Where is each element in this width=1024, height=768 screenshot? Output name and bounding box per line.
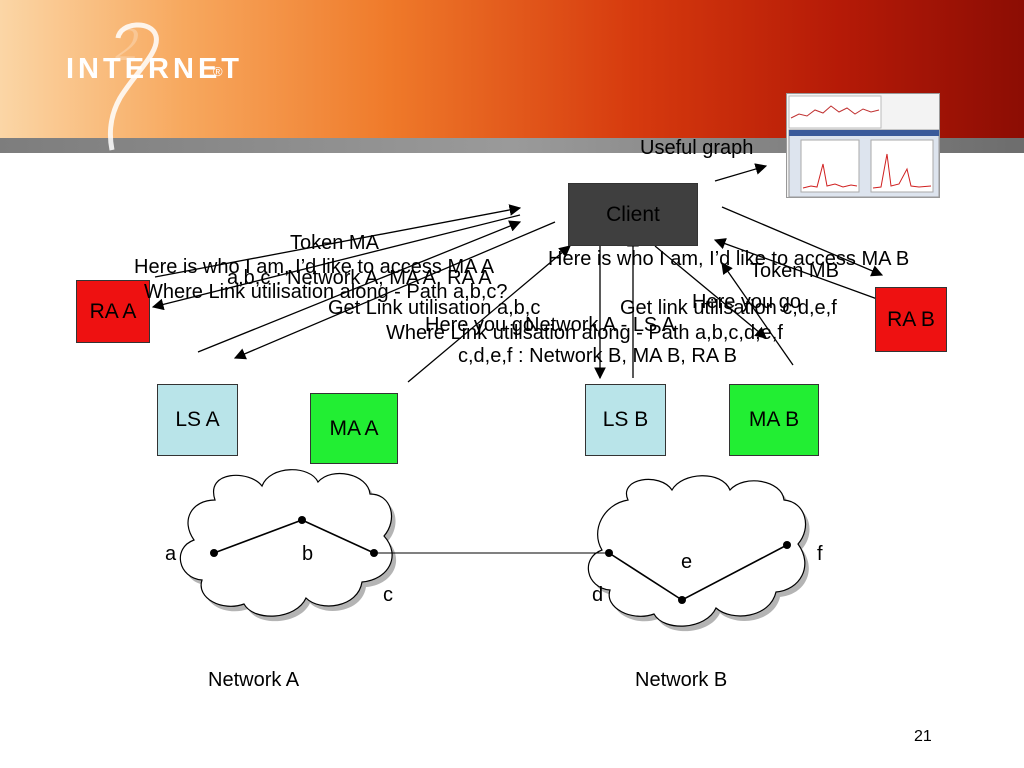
network-b-label: Network B: [635, 669, 728, 691]
arrow-client-to-graph: [714, 163, 768, 182]
label-useful-graph: Useful graph: [640, 137, 754, 159]
arrow-ls-a-to-client: [197, 220, 522, 353]
logo-text: INTERNET: [66, 53, 243, 85]
node-point-e: [678, 596, 686, 604]
arrow-client-to-ra-b: [721, 206, 884, 277]
cloud-network-b-shape: [587, 475, 807, 627]
label-where-link-a: Where Link utilisation along - Path a,b,…: [144, 281, 508, 303]
network-a-label: Network A: [208, 669, 300, 691]
arrow-ma-b-to-client: [721, 262, 794, 366]
point-label-b: b: [302, 543, 314, 565]
node-point-b: [298, 516, 306, 524]
logo-registered: ®: [213, 64, 223, 79]
graph-thumbnail-image: [788, 95, 939, 197]
logo-mark: 2: [115, 18, 139, 71]
point-label-e: e: [681, 551, 693, 573]
ma-a-box: MA A: [310, 393, 398, 464]
slide-number: 21: [914, 728, 932, 745]
arrow-ma-a-to-client: [407, 245, 571, 383]
node-point-a: [210, 549, 218, 557]
label-get-link-cdef: Get link utilisation c,d,e,f: [620, 297, 837, 319]
header-divider: [0, 138, 1024, 153]
label-token-mb: Token MB: [750, 260, 839, 282]
arrow-ra-a-token-ma: [154, 204, 522, 278]
point-label-d: d: [592, 584, 604, 606]
label-here-is-who-b: Here is who I am, I’d like to access MA …: [548, 248, 910, 270]
client-box: Client: [568, 183, 698, 246]
label-cdef-network-b: c,d,e,f : Network B, MA B, RA B: [458, 345, 737, 367]
arrow-ra-b-token-mb: [713, 238, 881, 301]
label-where-link-b: Where Link utilisation along - Path a,b,…: [386, 322, 783, 344]
label-token-ma: Token MA: [290, 232, 379, 254]
arrow-client-to-ra-a: [151, 214, 521, 311]
label-abc-network-a: a,b,c : Network A, MA A, RA A: [227, 267, 492, 289]
point-label-f: f: [817, 543, 823, 565]
point-label-a: a: [165, 543, 177, 565]
point-label-c: c: [383, 584, 393, 606]
label-get-link-abc: Get Link utilisation a,b,c: [328, 297, 541, 319]
ls-b-box: LS B: [585, 384, 666, 456]
label-network-a-ls-a: Network A - LS A: [525, 314, 676, 336]
arrow-client-to-ls-a: [233, 221, 556, 360]
ls-a-box: LS A: [157, 384, 238, 456]
arrow-client-to-ma-b: [654, 245, 767, 339]
cloud-network-a-shape: [179, 469, 393, 617]
node-point-f: [783, 541, 791, 549]
internet2-logo: 2: [107, 18, 159, 151]
label-here-you-go-a: Here you go: [425, 314, 534, 336]
ra-a-box: RA A: [76, 280, 150, 343]
ra-b-box: RA B: [875, 287, 947, 352]
node-point-d: [605, 549, 613, 557]
label-here-is-who-a: Here is who I am, I’d like to access MA …: [134, 256, 495, 278]
graph-thumbnail: [786, 93, 940, 198]
ma-b-box: MA B: [729, 384, 819, 456]
logo-swoosh-icon: [107, 22, 159, 151]
label-here-you-go-b: Here you go: [692, 291, 801, 313]
node-point-c: [370, 549, 378, 557]
